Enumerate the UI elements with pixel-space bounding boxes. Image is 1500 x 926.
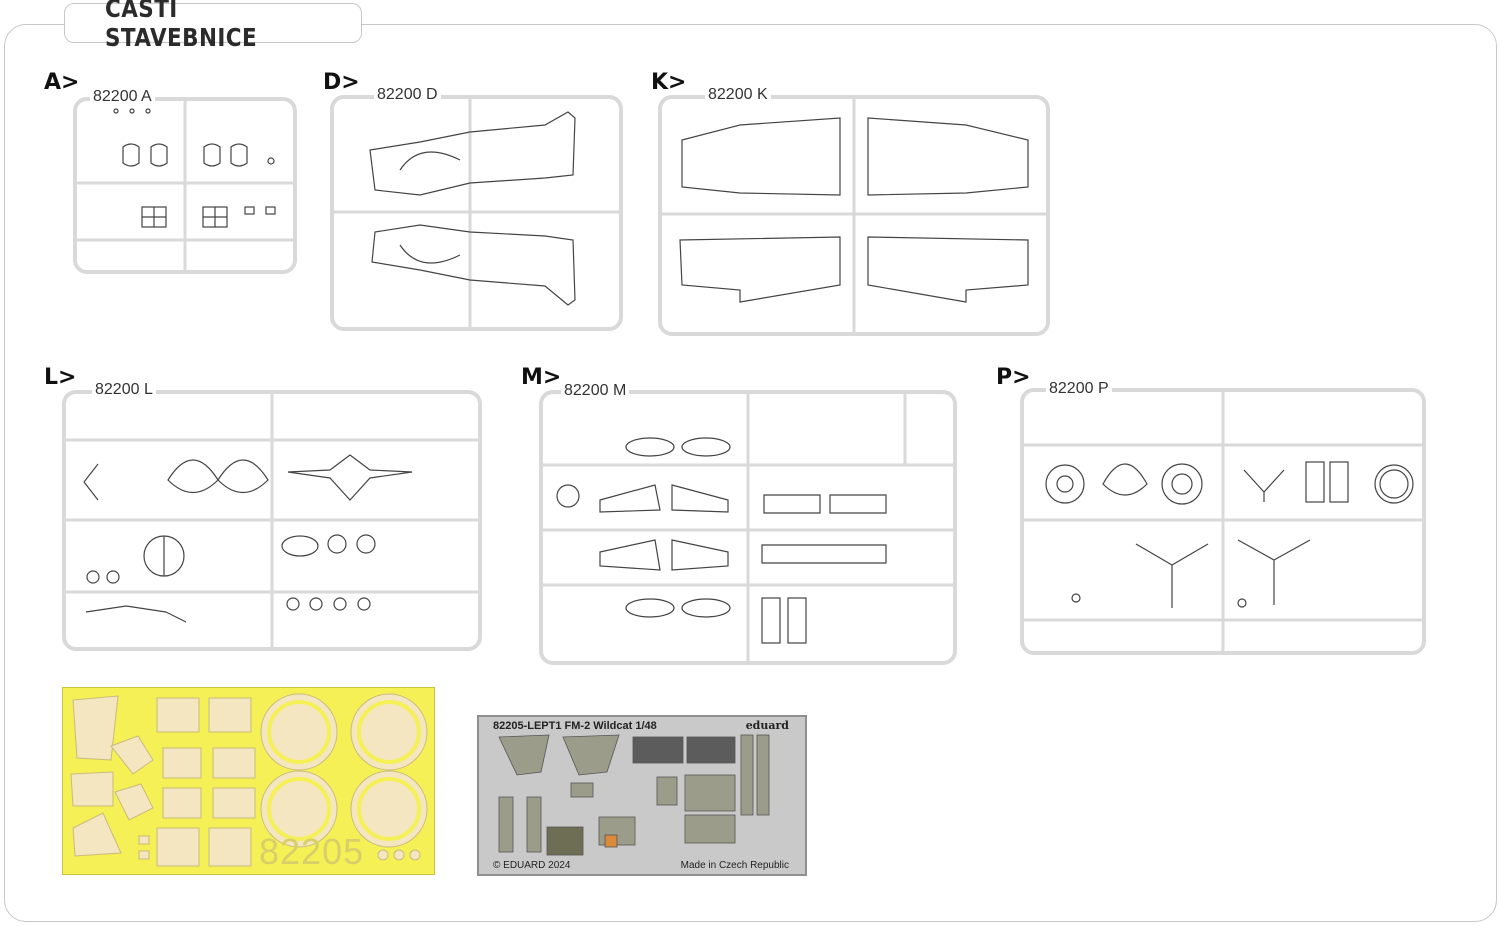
- photo-etch-fret: 82205-LEPT1 FM-2 Wildcat 1/48 eduard © E…: [477, 715, 807, 876]
- eduard-logo: eduard: [745, 719, 789, 732]
- photo-etch-parts: [498, 734, 770, 856]
- sprue-letter-k: K>: [651, 70, 687, 95]
- sprue-code-k: 82200 K: [705, 86, 771, 103]
- sprue-letter-l: L>: [44, 365, 77, 390]
- page-title-text: ČÁSTI STAVEBNICE: [105, 0, 258, 52]
- photo-etch-made-in: Made in Czech Republic: [680, 860, 789, 871]
- photo-etch-copyright: © EDUARD 2024: [493, 860, 571, 871]
- content-frame: [4, 24, 1497, 922]
- photo-etch-header: 82205-LEPT1 FM-2 Wildcat 1/48: [493, 720, 657, 732]
- sprue-letter-a: A>: [44, 70, 80, 95]
- page-title: ČÁSTI STAVEBNICE: [64, 0, 362, 52]
- sprue-code-d: 82200 D: [374, 86, 441, 103]
- sprue-code-a: 82200 A: [90, 88, 155, 105]
- mask-sheet-code: 82205: [259, 831, 365, 872]
- canopy-mask-sheet: 82205: [62, 687, 435, 875]
- sprue-code-l: 82200 L: [92, 381, 156, 398]
- sprue-letter-m: M>: [521, 365, 562, 390]
- sprue-code-m: 82200 M: [561, 382, 630, 399]
- sprue-code-p: 82200 P: [1046, 380, 1112, 397]
- sprue-letter-p: P>: [996, 365, 1031, 390]
- sprue-letter-d: D>: [323, 70, 360, 95]
- mask-shapes: [70, 693, 428, 867]
